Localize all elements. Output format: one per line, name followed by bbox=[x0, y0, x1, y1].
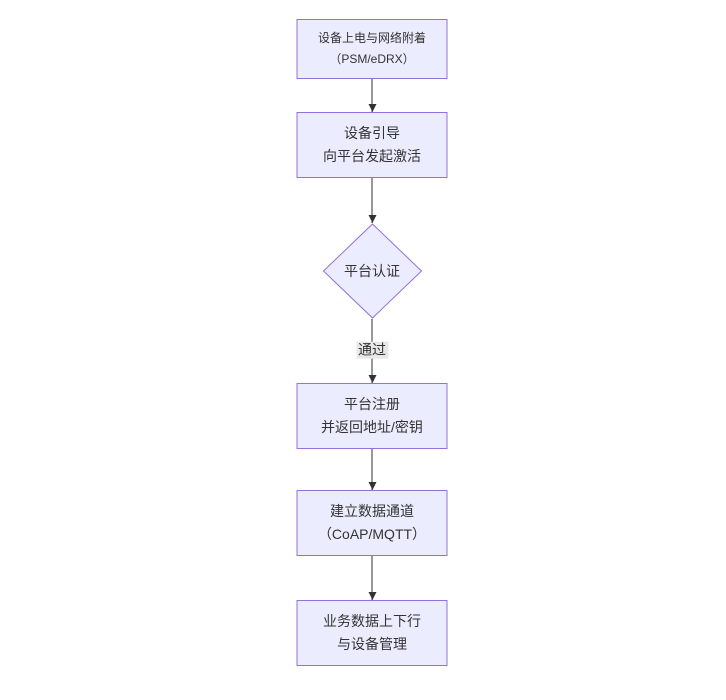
diamond-shape bbox=[322, 223, 422, 319]
node-power-network-attach: 设备上电与网络附着 （PSM/eDRX） bbox=[296, 19, 448, 79]
node-label: 并返回地址/密钥 bbox=[321, 419, 423, 435]
decision-platform-auth: 平台认证 bbox=[322, 223, 422, 319]
edge-register-to-channel bbox=[367, 449, 377, 490]
node-label: 设备引导 bbox=[344, 125, 400, 141]
node-label: 业务数据上下行 bbox=[323, 613, 421, 629]
node-label: 建立数据通道 bbox=[330, 503, 414, 519]
edge-line bbox=[371, 79, 373, 112]
node-label: 设备上电与网络附着 bbox=[317, 31, 426, 45]
edge-label-pass: 通过 bbox=[356, 341, 388, 359]
arrowhead-down-icon bbox=[368, 375, 376, 383]
arrowhead-down-icon bbox=[368, 104, 376, 112]
arrowhead-down-icon bbox=[368, 215, 376, 223]
node-data-channel: 建立数据通道 （CoAP/MQTT） bbox=[296, 490, 448, 556]
node-label: （PSM/eDRX） bbox=[329, 52, 415, 66]
edge-line bbox=[371, 556, 373, 600]
node-label: 与设备管理 bbox=[337, 636, 407, 652]
edge-power-to-bootstrap bbox=[367, 79, 377, 112]
flowchart-column: 设备上电与网络附着 （PSM/eDRX） 设备引导 向平台发起激活 平台认证 通… bbox=[296, 19, 448, 666]
arrowhead-down-icon bbox=[368, 482, 376, 490]
edge-auth-to-register: 通过 bbox=[356, 319, 388, 383]
node-device-bootstrap: 设备引导 向平台发起激活 bbox=[296, 112, 448, 178]
node-business-data: 业务数据上下行 与设备管理 bbox=[296, 600, 448, 666]
node-label: （CoAP/MQTT） bbox=[317, 526, 427, 542]
edge-channel-to-business bbox=[367, 556, 377, 600]
arrowhead-down-icon bbox=[368, 592, 376, 600]
node-label: 平台注册 bbox=[344, 396, 400, 412]
edge-line bbox=[371, 178, 373, 223]
node-label: 向平台发起激活 bbox=[323, 148, 421, 164]
node-label: 平台认证 bbox=[344, 263, 400, 279]
node-platform-register: 平台注册 并返回地址/密钥 bbox=[296, 383, 448, 449]
edge-bootstrap-to-auth bbox=[367, 178, 377, 223]
edge-line bbox=[371, 449, 373, 490]
